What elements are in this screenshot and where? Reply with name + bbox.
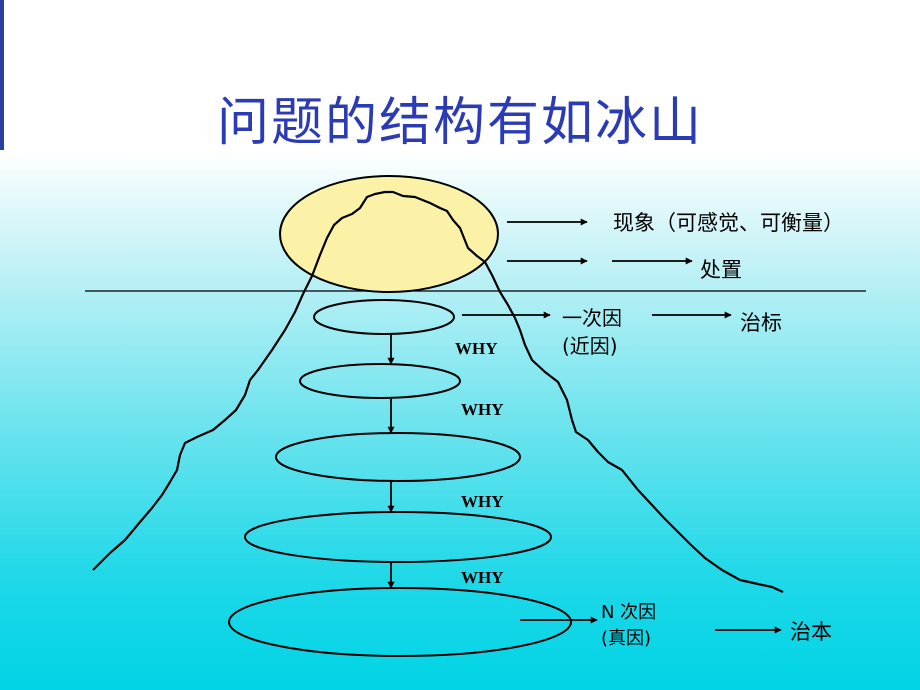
slide-title: 问题的结构有如冰山 (216, 93, 703, 153)
label-n-cause: N 次因 (601, 602, 657, 623)
why-label-4: WHY (461, 568, 504, 587)
label-first-cause-note: (近因) (562, 334, 618, 358)
cause-ellipse-3 (275, 432, 521, 482)
tip-ellipse (279, 175, 499, 293)
cause-ellipse-2 (299, 363, 461, 399)
label-phenomenon: 现象（可感觉、可衡量） (613, 211, 844, 235)
label-treat-symptom: 治标 (740, 311, 782, 335)
cause-ellipse-4 (244, 511, 552, 563)
iceberg-outline (92, 190, 784, 594)
label-n-cause-note: (真因) (601, 628, 652, 649)
cause-ellipse-1 (313, 299, 455, 335)
label-first-cause: 一次因 (562, 306, 622, 330)
why-label-3: WHY (461, 492, 504, 511)
left-accent-bar (0, 0, 4, 150)
why-label-1: WHY (455, 339, 498, 358)
label-handle: 处置 (700, 258, 742, 282)
why-label-2: WHY (461, 400, 504, 419)
label-treat-root: 治本 (790, 620, 832, 644)
cause-ellipse-5 (228, 587, 572, 657)
